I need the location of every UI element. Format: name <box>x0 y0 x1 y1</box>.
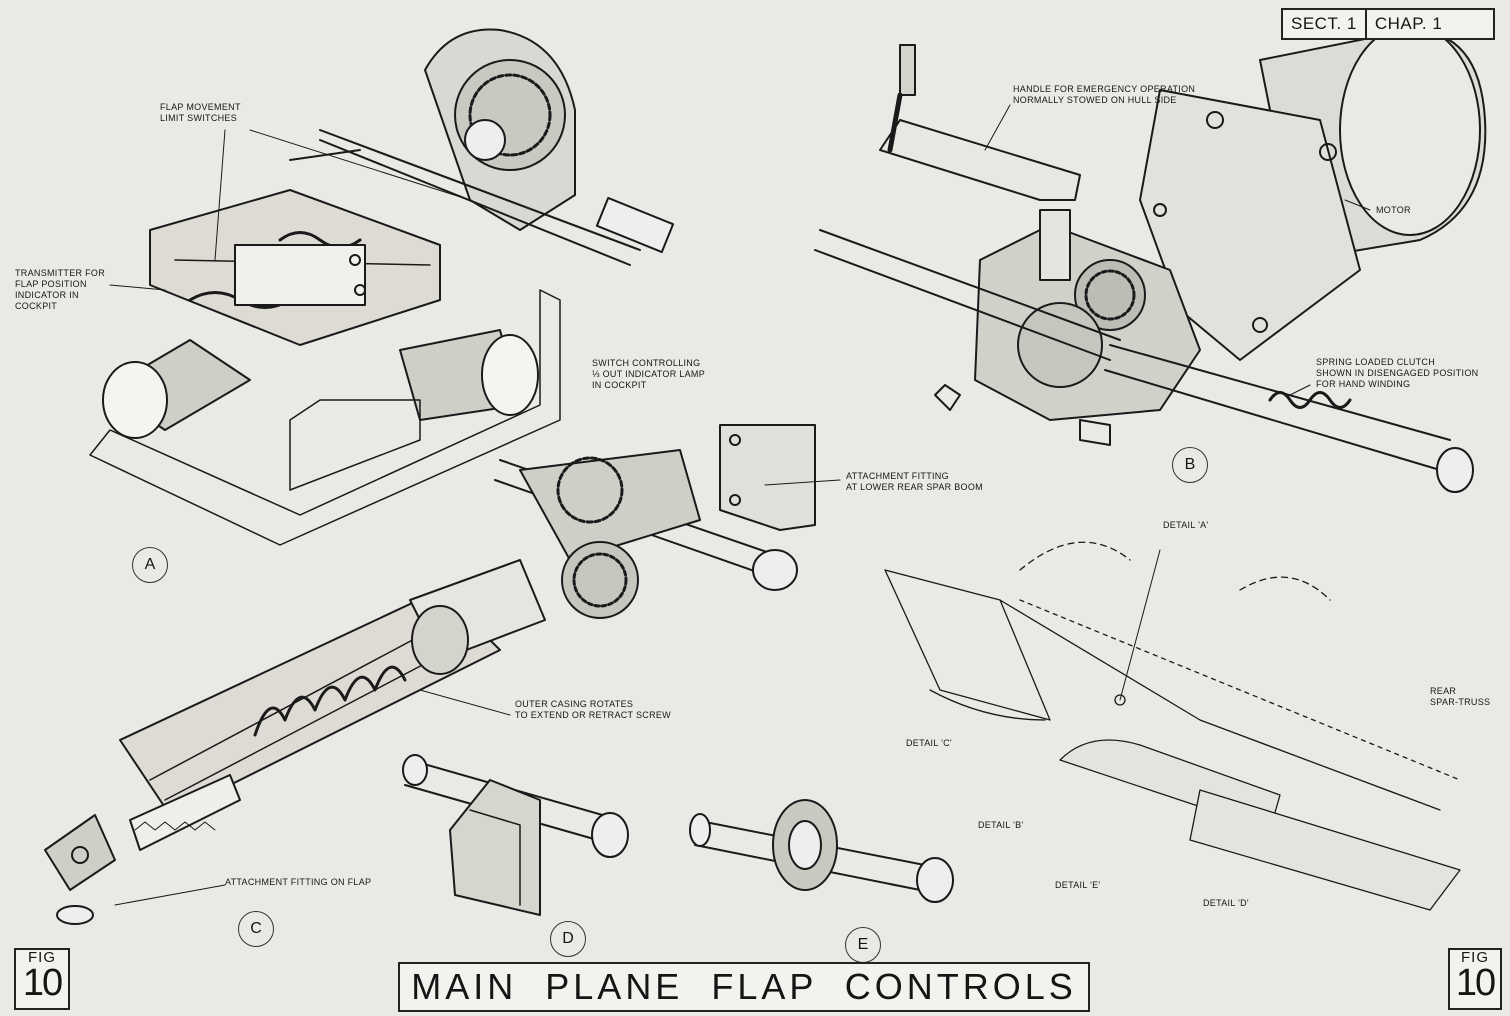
label-motor: MOTOR <box>1376 205 1411 215</box>
label-detail-c: DETAIL 'C' <box>906 738 952 748</box>
fig-number-right: 10 <box>1455 962 1496 1004</box>
view-b-callout: B <box>1172 447 1208 483</box>
assembly-b-drawing <box>814 24 1487 493</box>
label-detail-e: DETAIL 'E' <box>1055 880 1101 890</box>
label-limit-switches: FLAP MOVEMENT LIMIT SWITCHES <box>160 102 241 123</box>
diagram-title: MAIN PLANE FLAP CONTROLS <box>411 966 1077 1007</box>
label-clutch: SPRING LOADED CLUTCH SHOWN IN DISENGAGED… <box>1316 357 1479 389</box>
label-emergency-handle: HANDLE FOR EMERGENCY OPERATION NORMALLY … <box>1013 84 1196 105</box>
assembly-a-drawing <box>89 28 675 546</box>
section-label: SECT. 1 <box>1291 14 1357 33</box>
fig-number-left: 10 <box>22 962 63 1004</box>
assembly-c-drawing <box>44 559 546 925</box>
label-attachment-spar: ATTACHMENT FITTING AT LOWER REAR SPAR BO… <box>846 471 983 492</box>
fig-box-left: FIG 10 <box>14 948 70 1010</box>
spar-gearbox-drawing <box>494 424 841 619</box>
label-transmitter: TRANSMITTER FOR FLAP POSITION INDICATOR … <box>15 268 105 311</box>
label-rear-spar: REAR SPAR-TRUSS <box>1430 686 1491 707</box>
label-attachment-flap: ATTACHMENT FITTING ON FLAP <box>225 877 372 887</box>
view-a-callout: A <box>132 547 168 583</box>
view-e-callout: E <box>845 927 881 963</box>
section-chapter-box: SECT. 1 CHAP. 1 <box>1281 8 1495 40</box>
label-detail-d: DETAIL 'D' <box>1203 898 1249 908</box>
label-detail-b: DETAIL 'B' <box>978 820 1024 830</box>
label-outer-casing: OUTER CASING ROTATES TO EXTEND OR RETRAC… <box>515 699 671 720</box>
view-d-callout: D <box>550 921 586 957</box>
fig-word-right: FIG <box>1461 949 1489 966</box>
assembly-e-drawing <box>689 799 954 903</box>
fig-box-right: FIG 10 <box>1448 948 1502 1010</box>
chapter-label: CHAP. 1 <box>1364 10 1450 38</box>
label-detail-a: DETAIL 'A' <box>1163 520 1209 530</box>
fig-word-left: FIG <box>28 949 56 966</box>
title-box: MAIN PLANE FLAP CONTROLS <box>398 962 1090 1012</box>
view-c-callout: C <box>238 911 274 947</box>
label-switch-lamp: SWITCH CONTROLLING ⅓ OUT INDICATOR LAMP … <box>592 358 706 390</box>
assembly-d-drawing <box>402 754 629 916</box>
wing-flap-drawing <box>884 541 1461 911</box>
